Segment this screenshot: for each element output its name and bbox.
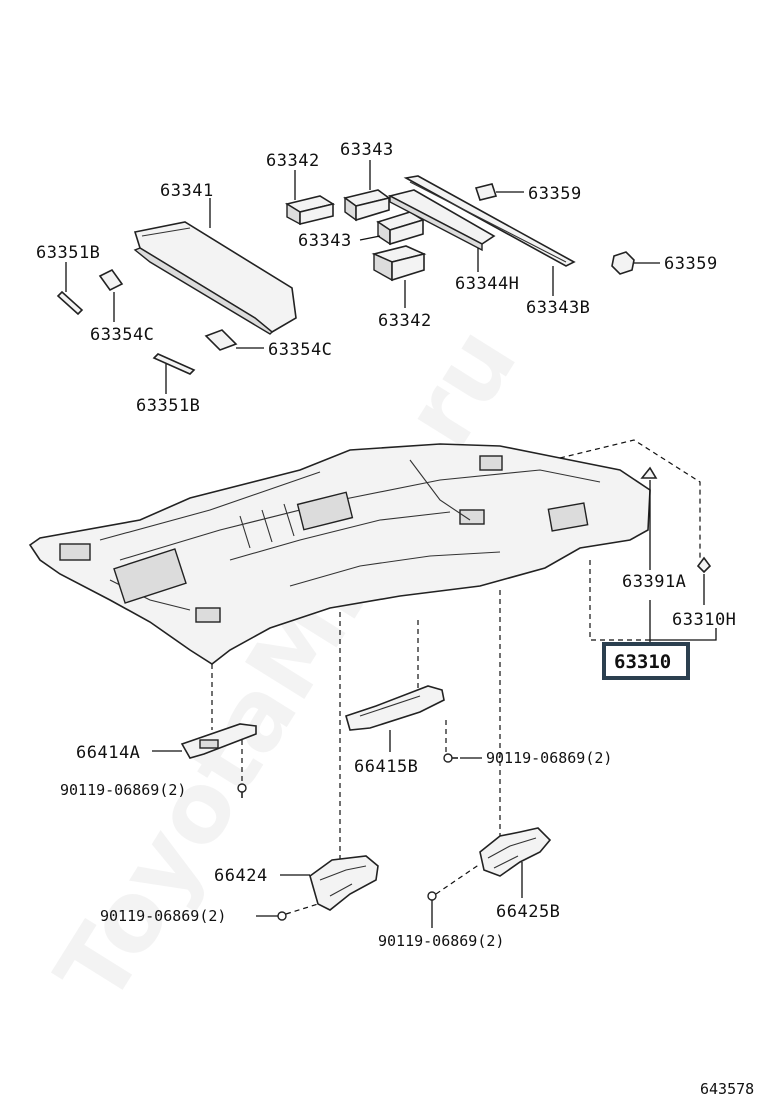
bolt-left-bottom <box>277 911 287 921</box>
pad-63354c-right <box>204 329 238 351</box>
label-66415b[interactable]: 66415B <box>354 757 418 777</box>
label-66414a[interactable]: 66414A <box>76 743 140 763</box>
label-63354c-left[interactable]: 63354C <box>90 325 154 345</box>
label-63351b-bottom[interactable]: 63351B <box>136 396 200 416</box>
rod-63351b-bottom <box>152 353 196 375</box>
label-63343-top[interactable]: 63343 <box>340 140 394 160</box>
block-63342-top <box>284 195 336 226</box>
label-63391a[interactable]: 63391A <box>622 572 686 592</box>
pad-63359-right <box>611 251 635 275</box>
bolt-left-top <box>237 783 247 798</box>
label-bolt-bottom[interactable]: 90119-06869(2) <box>378 932 504 950</box>
leader-63343-mid <box>359 235 381 241</box>
label-63310[interactable]: 63310 <box>614 651 671 673</box>
leader-63310-join <box>650 628 717 641</box>
headliner-outline-dash-2 <box>589 560 650 641</box>
block-63343-top <box>343 189 391 222</box>
bracket-66425b <box>479 827 552 877</box>
rod-63351b-left <box>56 290 84 316</box>
dash-bolt-bottom <box>435 863 481 895</box>
label-66424[interactable]: 66424 <box>214 866 268 886</box>
strip-63344h <box>387 189 496 252</box>
label-63359-right[interactable]: 63359 <box>664 254 718 274</box>
block-63343-mid <box>376 211 425 246</box>
pad-63341 <box>133 221 297 335</box>
bolt-right-top <box>443 753 458 763</box>
headliner-63310 <box>28 443 651 665</box>
bracket-66415b <box>345 685 445 731</box>
label-63351b-left[interactable]: 63351B <box>36 243 100 263</box>
label-63342-top[interactable]: 63342 <box>266 151 320 171</box>
part-63310-highlight-box[interactable] <box>602 642 690 680</box>
label-bolt-left-bottom[interactable]: 90119-06869(2) <box>100 907 226 925</box>
strip-63343b <box>403 175 576 267</box>
label-66425b[interactable]: 66425B <box>496 902 560 922</box>
label-63341[interactable]: 63341 <box>160 181 214 201</box>
pad-63359-top <box>474 183 498 201</box>
block-63342-bottom <box>371 245 427 282</box>
label-63344h[interactable]: 63344H <box>455 274 519 294</box>
label-63342-bottom[interactable]: 63342 <box>378 311 432 331</box>
label-63310h[interactable]: 63310H <box>672 610 736 630</box>
bolt-bottom <box>427 891 437 901</box>
dash-bolt-left-bottom <box>285 903 319 915</box>
bracket-66414a <box>180 723 257 759</box>
bracket-66424 <box>309 855 379 911</box>
clip-63310h <box>696 556 712 574</box>
figure-number: 643578 <box>700 1080 754 1098</box>
label-63354c-right[interactable]: 63354C <box>268 340 332 360</box>
label-bolt-left-top[interactable]: 90119-06869(2) <box>60 781 186 799</box>
label-bolt-right-top[interactable]: 90119-06869(2) <box>486 749 612 767</box>
label-63359-top[interactable]: 63359 <box>528 184 582 204</box>
label-63343b[interactable]: 63343B <box>526 298 590 318</box>
pad-63354c-left <box>98 268 124 292</box>
headliner-outline-dash <box>559 439 701 560</box>
label-63343-mid[interactable]: 63343 <box>298 231 352 251</box>
clip-63391a <box>640 466 658 479</box>
